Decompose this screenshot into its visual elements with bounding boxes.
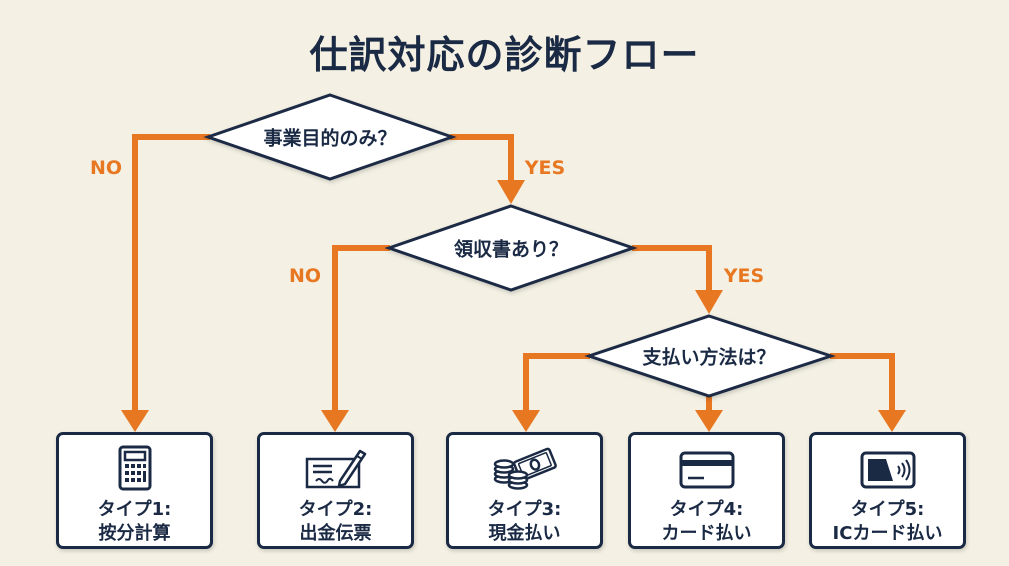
arrowhead-type4 bbox=[695, 410, 723, 432]
result-name: カード払い bbox=[661, 523, 752, 544]
credit-card-icon bbox=[678, 445, 736, 495]
connector-d3-type5 bbox=[830, 353, 895, 412]
result-name: ICカード払い bbox=[832, 523, 943, 544]
connector-d2-no bbox=[332, 245, 390, 412]
voucher-signature-icon bbox=[304, 445, 368, 495]
arrowhead-type2 bbox=[321, 410, 349, 432]
branch-label-yes: YES bbox=[524, 157, 566, 179]
result-type-label: タイプ3: bbox=[487, 499, 562, 520]
branch-label-no: NO bbox=[288, 265, 322, 287]
arrowhead-type3 bbox=[512, 410, 540, 432]
contactless-card-icon bbox=[859, 445, 917, 495]
calculator-icon bbox=[118, 445, 152, 495]
cash-coins-icon bbox=[492, 445, 558, 495]
result-box-type1: タイプ1: 按分計算 bbox=[56, 432, 213, 549]
result-type-label: タイプ2: bbox=[298, 499, 373, 520]
arrowhead-d3 bbox=[695, 290, 723, 314]
result-box-type5: タイプ5: ICカード払い bbox=[809, 432, 966, 549]
result-box-type3: タイプ3: 現金払い bbox=[446, 432, 603, 549]
connector-d1-no bbox=[132, 134, 210, 412]
decision-diamond-d3 bbox=[584, 314, 836, 398]
result-name: 按分計算 bbox=[98, 523, 171, 544]
decision-diamond-d1 bbox=[203, 93, 457, 181]
result-type-label: タイプ5: bbox=[850, 499, 925, 520]
decision-label: 領収書あり？ bbox=[453, 238, 569, 261]
arrowhead-d2 bbox=[497, 180, 525, 204]
branch-label-no: NO bbox=[89, 157, 123, 179]
arrowhead-type1 bbox=[121, 410, 149, 432]
connector-d1-yes bbox=[450, 134, 514, 182]
result-box-type2: タイプ2: 出金伝票 bbox=[257, 432, 414, 549]
decision-diamond-d2 bbox=[384, 204, 638, 292]
connector-d3-type3 bbox=[523, 353, 590, 412]
result-name: 現金払い bbox=[488, 523, 561, 544]
decision-label: 支払い方法は？ bbox=[642, 346, 776, 369]
result-name: 出金伝票 bbox=[299, 523, 372, 544]
branch-label-yes: YES bbox=[723, 265, 765, 287]
result-type-label: タイプ4: bbox=[669, 499, 744, 520]
page-title: 仕訳対応の診断フロー bbox=[309, 33, 700, 77]
result-type-label: タイプ1: bbox=[97, 499, 172, 520]
result-box-type4: タイプ4: カード払い bbox=[628, 432, 785, 549]
arrowhead-type5 bbox=[878, 410, 906, 432]
connector-d2-yes bbox=[632, 245, 712, 292]
decision-label: 事業目的のみ？ bbox=[263, 127, 397, 150]
